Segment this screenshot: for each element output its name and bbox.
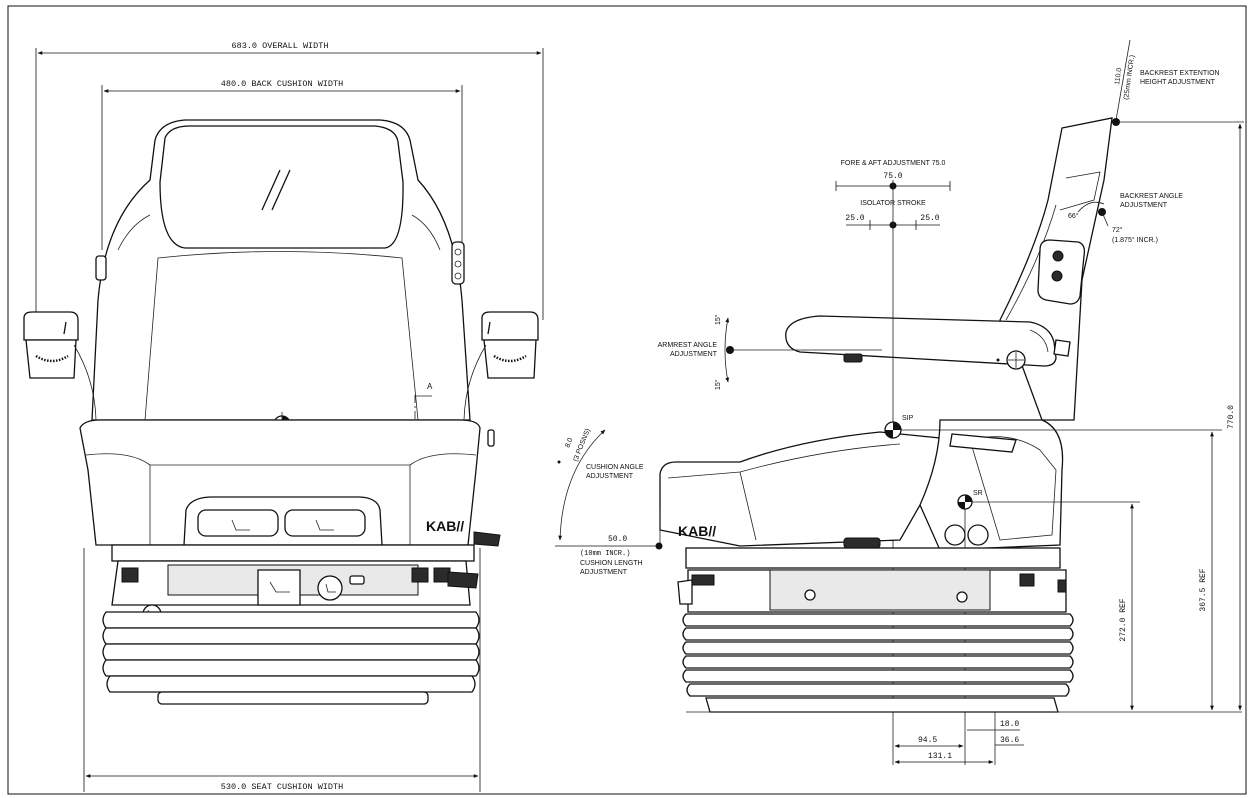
- dim-36-label: 36.6: [1000, 736, 1019, 745]
- backrest-angle-max: 72°: [1112, 226, 1123, 234]
- backrest-angle-label-2: ADJUSTMENT: [1120, 202, 1168, 209]
- side-brand-logo: KAB//: [678, 523, 716, 539]
- cushion-angle-label-1: CUSHION ANGLE: [586, 464, 644, 471]
- backrest-extension-label: BACKREST EXTENTION: [1140, 70, 1220, 77]
- section-marker-a: A: [427, 382, 433, 391]
- cushion-angle-value: 8.0: [564, 437, 574, 449]
- dim-18-label: 18.0: [1000, 720, 1019, 729]
- dim-131-label: 131.1: [928, 752, 952, 761]
- side-view: 110.0 (25mm INCR.) BACKREST EXTENTION HE…: [555, 39, 1244, 765]
- dim-94-label: 94.5: [918, 736, 937, 745]
- drawing-border: [7, 5, 1247, 795]
- cushion-length-value: 50.0: [608, 535, 627, 544]
- armrest-angle-label-1: ARMREST ANGLE: [658, 342, 718, 349]
- seat-cushion-width-label: 530.0 SEAT CUSHION WIDTH: [221, 782, 343, 792]
- armrest-angle-label-2: ADJUSTMENT: [670, 351, 718, 358]
- isolator-right-value: 25.0: [920, 214, 939, 223]
- backrest-ext-value: 110.0: [1114, 67, 1123, 85]
- cushion-length-label-1: CUSHION LENGTH: [580, 560, 643, 567]
- back-cushion-width-label: 480.0 BACK CUSHION WIDTH: [221, 79, 343, 89]
- cushion-length-increment: (10mm INCR.): [580, 550, 630, 558]
- cushion-angle-label-2: ADJUSTMENT: [586, 473, 634, 480]
- front-bellows: [102, 611, 480, 693]
- backrest-angle-min: 66°: [1068, 212, 1079, 220]
- cushion-length-label-2: ADJUSTMENT: [580, 569, 628, 576]
- backrest-ext-increment: (25mm INCR.): [1123, 55, 1136, 101]
- sip-label: SIP: [902, 415, 914, 422]
- front-brand-logo: KAB//: [426, 518, 464, 534]
- sr-label: SR: [973, 490, 983, 497]
- backrest-angle-label-1: BACKREST ANGLE: [1120, 193, 1183, 200]
- side-bellows: [682, 613, 1074, 697]
- height-770-label: 770.0: [1227, 405, 1236, 429]
- fore-aft-label: FORE & AFT ADJUSTMENT 75.0: [841, 160, 946, 167]
- height-367-label: 367.5 REF: [1199, 568, 1208, 611]
- front-view: 683.0 OVERALL WIDTH 480.0 BACK CUSHION W…: [23, 41, 544, 792]
- height-272-label: 272.0 REF: [1119, 598, 1128, 641]
- armrest-angle-up: 15°: [714, 314, 722, 325]
- height-adjustment-label: HEIGHT ADJUSTMENT: [1140, 79, 1216, 86]
- isolator-left-value: 25.0: [845, 214, 864, 223]
- backrest-angle-increment: (1.875° INCR.): [1112, 236, 1158, 244]
- overall-width-label: 683.0 OVERALL WIDTH: [232, 41, 329, 51]
- armrest-angle-down: 15°: [714, 379, 722, 390]
- fore-aft-value: 75.0: [883, 172, 902, 181]
